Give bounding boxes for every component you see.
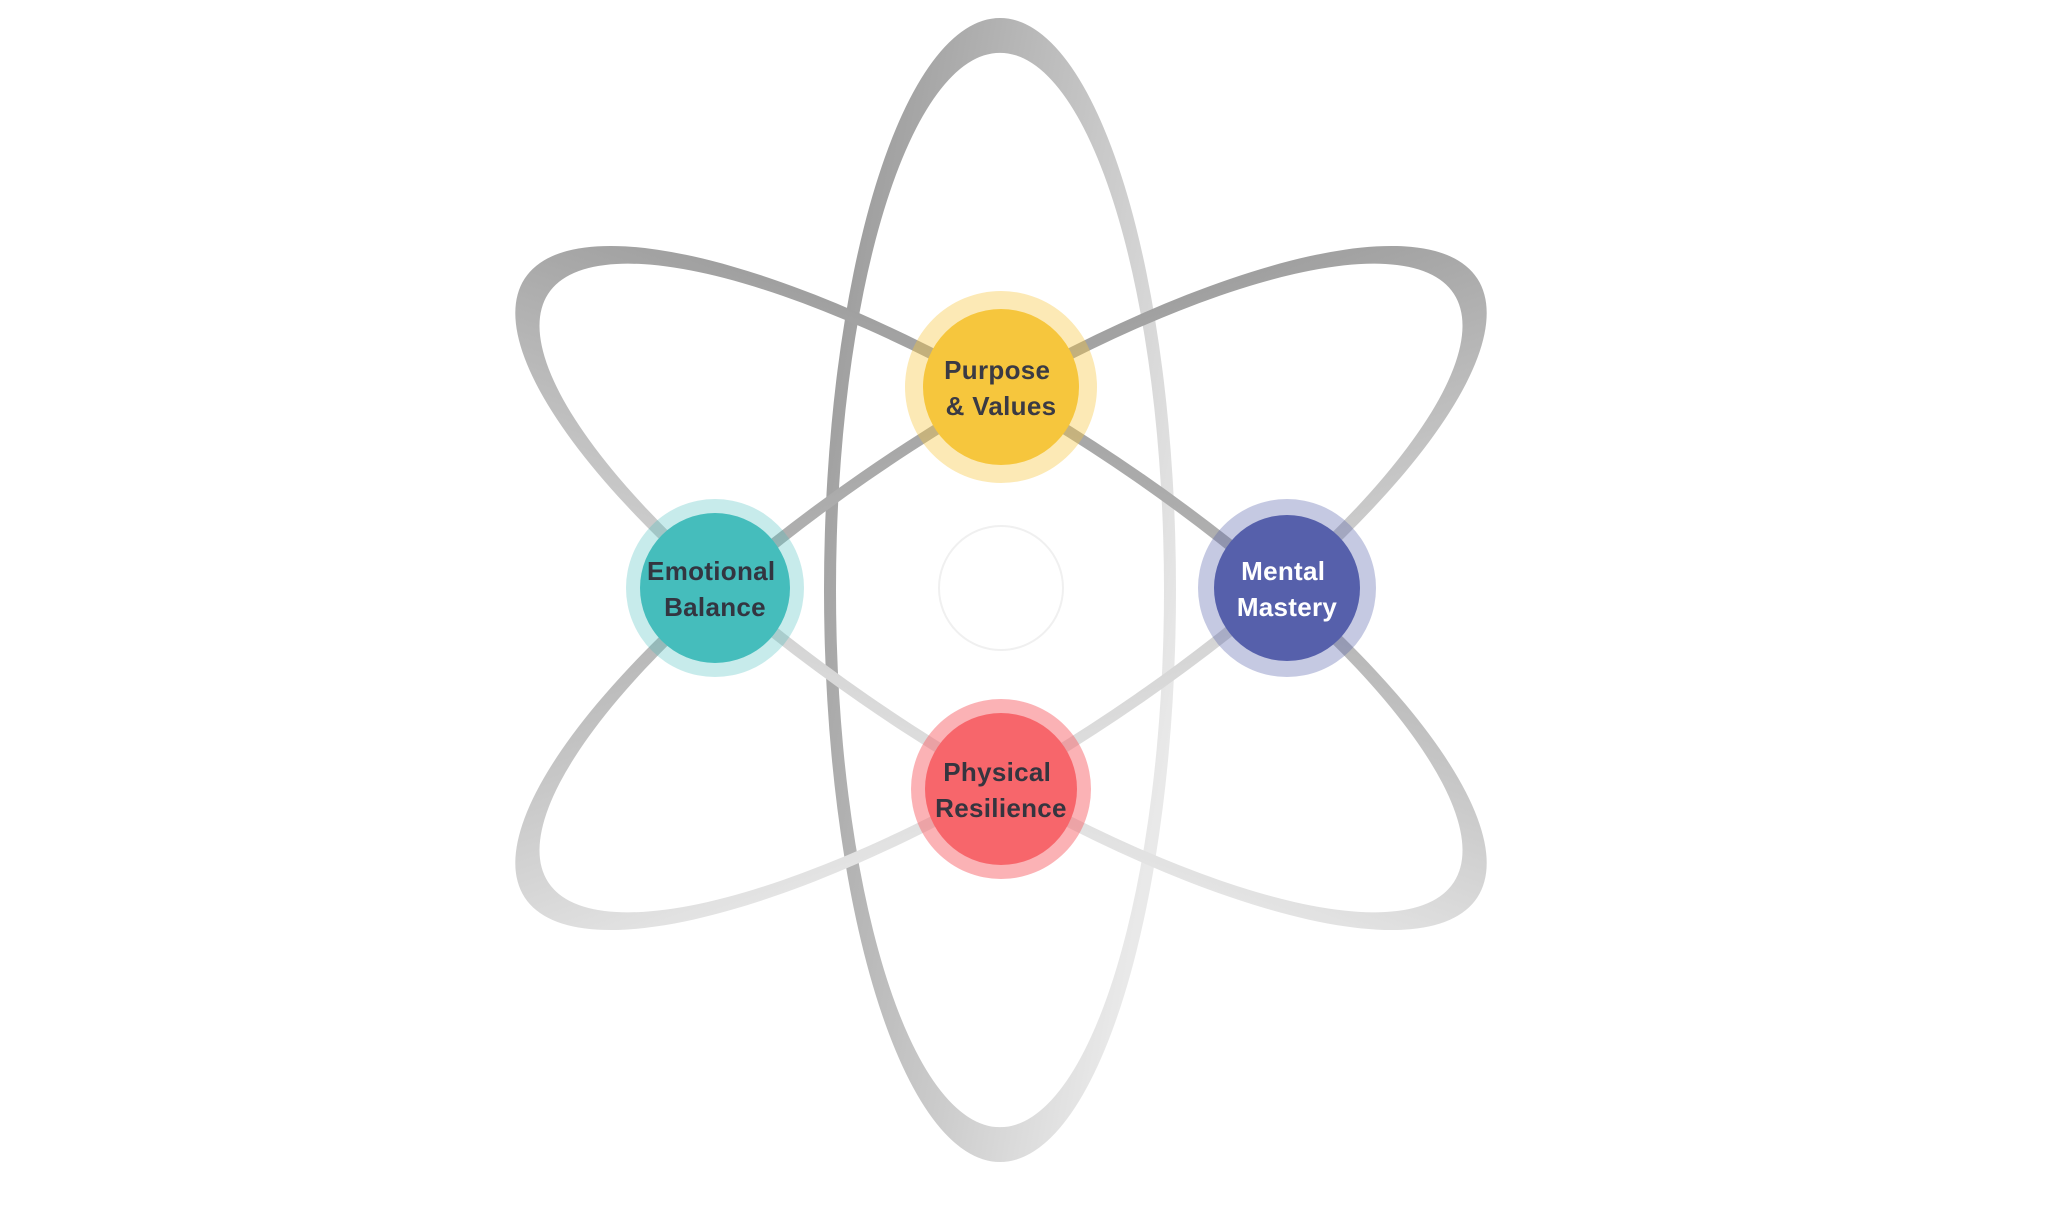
node-label: Purpose & Values (944, 355, 1058, 421)
node-circle (640, 513, 790, 663)
node-circle (1214, 515, 1360, 661)
node-purpose-values: Purpose & Values (905, 291, 1097, 483)
node-label: Mental Mastery (1237, 556, 1338, 622)
nucleus-circle (938, 525, 1064, 651)
node-label: Physical Resilience (935, 757, 1067, 823)
node-circle (925, 713, 1077, 865)
node-label: Emotional Balance (647, 556, 783, 622)
node-physical-resilience: Physical Resilience (911, 699, 1091, 879)
node-circle (923, 309, 1079, 465)
node-emotional-balance: Emotional Balance (626, 499, 804, 677)
node-mental-mastery: Mental Mastery (1198, 499, 1376, 677)
